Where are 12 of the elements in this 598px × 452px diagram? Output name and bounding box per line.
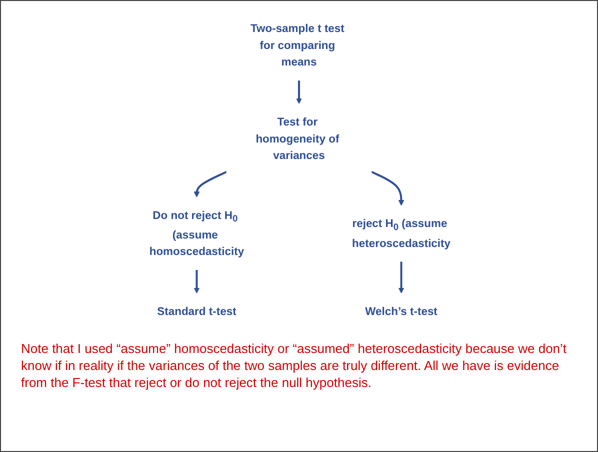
node-text: reject H$_{0}$ (assume heteroscedasticity (352, 217, 451, 250)
node-text: Two-sample t test for comparing means (250, 22, 344, 68)
node-text: Welch’s t-test (365, 304, 438, 318)
arrow (194, 171, 227, 198)
arrow (371, 171, 404, 206)
arrow (194, 270, 200, 294)
arrow (398, 262, 404, 294)
node-text: Test for homogeneity of variances (256, 116, 340, 162)
node-text: Do not reject H$_{0}$ (assume homoscedasticity (149, 208, 244, 258)
node-text: Standard t-test (157, 304, 236, 318)
note-text: Note that I used “assume” homoscedasticity or “assumed” heteroscedasticity because we don’t know if in reality if the variances of the two samples are truly different. All we have is evidence from the F-test that reject or do not reject the null hypothesis. (21, 341, 568, 392)
arrow (296, 80, 302, 104)
